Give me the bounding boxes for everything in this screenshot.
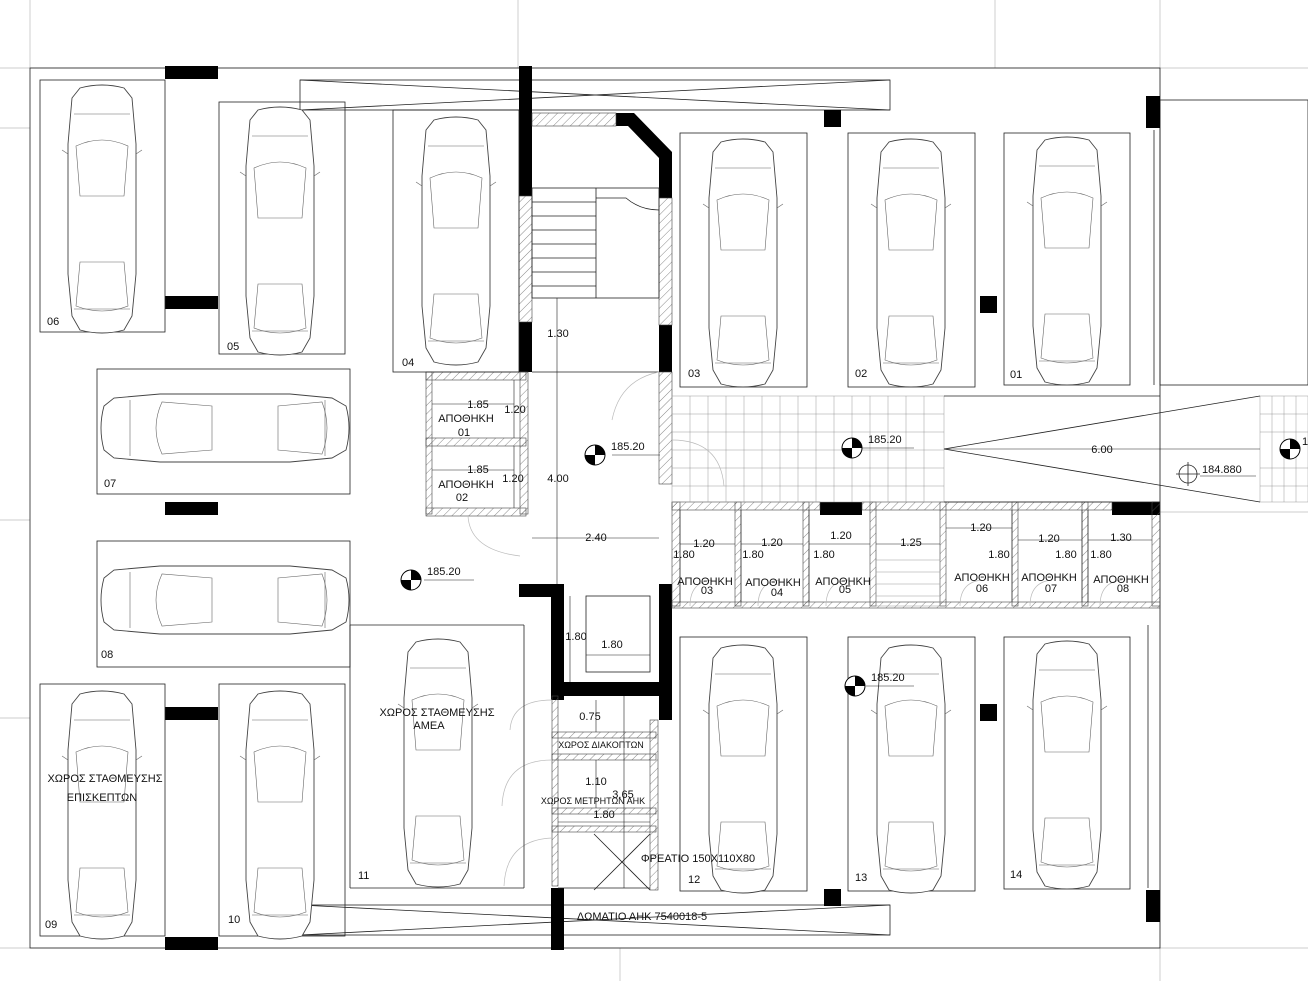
- parking-bays: [39, 79, 1131, 940]
- dim-s4-width: 1.20: [761, 537, 782, 549]
- storage-number-01: 01: [458, 427, 470, 439]
- dim-s7-width: 1.20: [1038, 533, 1059, 545]
- dim-ramp-length: 6.00: [1091, 444, 1112, 456]
- storage-number-02: 02: [456, 492, 468, 504]
- storage-label-04: ΑΠΟΘΗΚΗ: [745, 577, 801, 589]
- dim-meter-height: 1.10: [585, 776, 606, 788]
- dim-s6-height: 1.80: [988, 549, 1009, 561]
- storage-label-03: ΑΠΟΘΗΚΗ: [677, 576, 733, 588]
- dim-s5-height: 1.80: [813, 549, 834, 561]
- dim-store2-height: 1.20: [502, 473, 523, 485]
- storage-label-08: ΑΠΟΘΗΚΗ: [1093, 574, 1149, 586]
- space-number-14: 14: [1010, 869, 1022, 881]
- dim-corridor-height: 4.00: [547, 473, 568, 485]
- walls: [165, 66, 1160, 950]
- labels: 06 05 04 03 02 01 07 08 09 10 11 12 13 1…: [45, 316, 1308, 931]
- space-number-12: 12: [688, 874, 700, 886]
- space-number-06: 06: [47, 316, 59, 328]
- dimension-lines: [424, 298, 1256, 888]
- switch-room-label: ΧΩΡΟΣ ΔΙΑΚΟΠΤΩΝ: [558, 740, 644, 750]
- dim-s3-height: 1.80: [673, 549, 694, 561]
- dim-shaft-width: 1.80: [601, 639, 622, 651]
- upper-left-storage: [425, 371, 529, 557]
- storage-number-03: 03: [701, 585, 713, 597]
- dim-s4-height: 1.80: [742, 549, 763, 561]
- dim-store1-height: 1.20: [504, 404, 525, 416]
- dim-s8-height: 1.80: [1090, 549, 1111, 561]
- dim-stair-width: 1.30: [547, 328, 568, 340]
- space-number-08: 08: [101, 649, 113, 661]
- space-number-13: 13: [855, 872, 867, 884]
- utility-room-label: ΔΩΜΑΤΙΟ ΑΗΚ 7540018-5: [577, 911, 707, 923]
- manhole-label: ΦΡΕΑΤΙΟ 150Χ110Χ80: [641, 853, 755, 865]
- space-number-05: 05: [227, 341, 239, 353]
- dim-store1-width: 1.85: [467, 399, 488, 411]
- space-number-03: 03: [688, 368, 700, 380]
- dim-s6-width: 1.20: [970, 522, 991, 534]
- storage-number-04: 04: [771, 587, 783, 599]
- space-number-10: 10: [228, 914, 240, 926]
- visitors-parking-label: ΧΩΡΟΣ ΣΤΑΘΜΕΥΣΗΣ: [47, 773, 162, 785]
- dim-store2-width: 1.85: [467, 464, 488, 476]
- storage-number-07: 07: [1045, 583, 1057, 595]
- dim-corridor-width: 2.40: [585, 532, 606, 544]
- space-number-11: 11: [358, 870, 369, 882]
- visitors-parking-label-2: ΕΠΙΣΚΕΠΤΩΝ: [67, 792, 137, 804]
- space-number-07: 07: [104, 478, 116, 490]
- level-value-5: 184.880: [1202, 464, 1242, 476]
- outer-boundary: [29, 67, 1308, 949]
- space-number-04: 04: [402, 357, 414, 369]
- dim-s7-height: 1.80: [1055, 549, 1076, 561]
- level-value-4: 185.20: [871, 672, 905, 684]
- dim-s3-width: 1.20: [693, 538, 714, 550]
- stairs-core: [518, 112, 673, 485]
- dim-shaft-height: 1.80: [565, 631, 586, 643]
- storage-number-05: 05: [839, 584, 851, 596]
- dim-gap-width: 1.25: [900, 537, 921, 549]
- space-number-02: 02: [855, 368, 867, 380]
- storage-number-08: 08: [1117, 583, 1129, 595]
- meter-room-label: ΧΩΡΟΣ ΜΕΤΡΗΤΩΝ ΑΗΚ: [541, 796, 645, 806]
- service-rooms: [349, 595, 1149, 891]
- dim-service-height: 3.65: [612, 789, 633, 801]
- disabled-parking-label-2: ΑΜΕΑ: [413, 720, 445, 732]
- disabled-parking-label: ΧΩΡΟΣ ΣΤΑΘΜΕΥΣΗΣ: [379, 707, 494, 719]
- space-number-09: 09: [45, 919, 57, 931]
- storage-label-05: ΑΠΟΘΗΚΗ: [815, 576, 871, 588]
- storage-label-01: ΑΠΟΘΗΚΗ: [438, 413, 494, 425]
- entry-ramp: [943, 130, 1261, 503]
- dim-s8-width: 1.30: [1110, 532, 1131, 544]
- lower-storage-row: [671, 501, 1161, 609]
- level-value-2: 185.20: [868, 434, 902, 446]
- dim-s5-width: 1.20: [830, 530, 851, 542]
- storage-label-06: ΑΠΟΘΗΚΗ: [954, 572, 1010, 584]
- level-value-6: 1: [1302, 436, 1308, 448]
- space-number-01: 01: [1010, 369, 1022, 381]
- storage-number-06: 06: [976, 583, 988, 595]
- dim-switch-height: 0.75: [579, 711, 600, 723]
- storage-label-02: ΑΠΟΘΗΚΗ: [438, 479, 494, 491]
- level-value-1: 185.20: [611, 441, 645, 453]
- level-value-3: 185.20: [427, 566, 461, 578]
- level-markers: [400, 437, 1301, 697]
- storage-label-07: ΑΠΟΘΗΚΗ: [1021, 572, 1077, 584]
- dim-service-width: 1.80: [593, 809, 614, 821]
